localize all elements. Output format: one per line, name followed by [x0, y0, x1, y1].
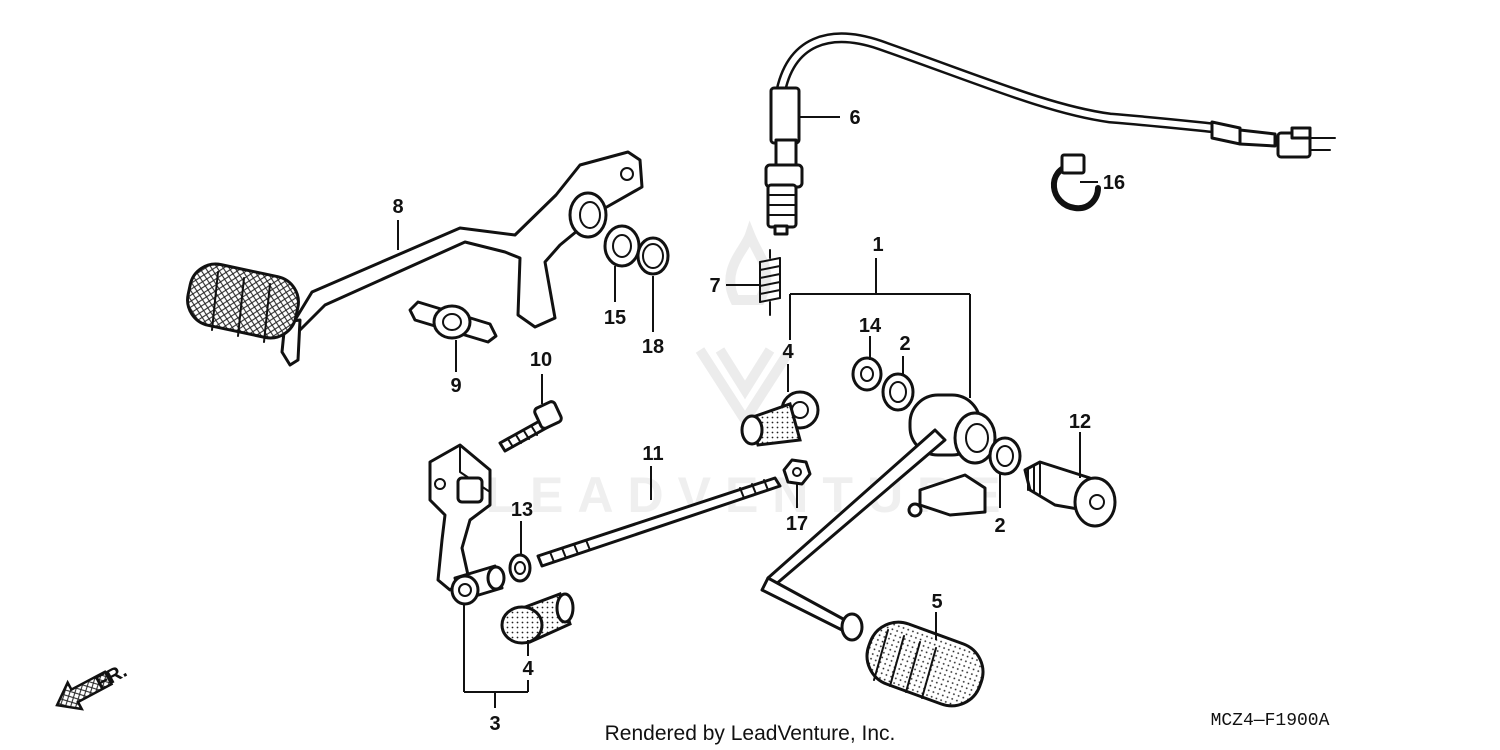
seal-part-lower: [988, 436, 1022, 476]
washer-part-15: [603, 224, 641, 268]
circlip-part-18: [636, 236, 670, 276]
cable-clamp-part: [1051, 153, 1101, 212]
callout-15: 15: [604, 307, 626, 329]
callout-2-lower: 2: [994, 515, 1005, 537]
callout-1: 1: [872, 234, 883, 256]
callout-7: 7: [709, 275, 720, 297]
callout-12: 12: [1069, 411, 1091, 433]
rendered-by-footer: Rendered by LeadVenture, Inc.: [605, 722, 896, 745]
callout-16: 16: [1103, 172, 1125, 194]
callout-8: 8: [392, 196, 403, 218]
spring-part: [759, 249, 781, 316]
brake-pedal-part: [186, 150, 644, 367]
leader-lines: [397, 116, 1098, 708]
callout-3: 3: [489, 713, 500, 735]
callout-4-upper: 4: [782, 341, 794, 363]
callout-6: 6: [849, 107, 860, 129]
collar-part: [408, 300, 498, 344]
bolt-part-10: [498, 400, 563, 453]
callout-2-upper: 2: [899, 333, 910, 355]
seal-part-upper: [881, 372, 915, 412]
washer-part-14: [851, 356, 883, 392]
front-direction-arrow-icon: [55, 670, 114, 711]
callout-18: 18: [642, 336, 664, 358]
callout-4-lower: 4: [522, 658, 534, 680]
shift-pedal-part: [760, 393, 997, 708]
callout-14: 14: [859, 315, 882, 337]
callout-17: 17: [786, 513, 808, 535]
callout-11: 11: [642, 443, 663, 465]
nut-part-13: [508, 553, 532, 583]
diagram-code: MCZ4—F1900A: [1211, 711, 1330, 731]
joint-part-lower: [500, 592, 575, 645]
watermark-logo: [695, 220, 795, 430]
callout-13: 13: [511, 499, 533, 521]
shift-rod-part: [536, 476, 782, 568]
pivot-bolt-part: [1023, 460, 1117, 528]
callout-10: 10: [530, 349, 552, 371]
callout-5: 5: [931, 591, 942, 613]
callout-9: 9: [450, 375, 461, 397]
joint-part-upper: [740, 390, 820, 447]
brake-switch-part: [764, 32, 1336, 236]
nut-part-17: [782, 458, 812, 486]
